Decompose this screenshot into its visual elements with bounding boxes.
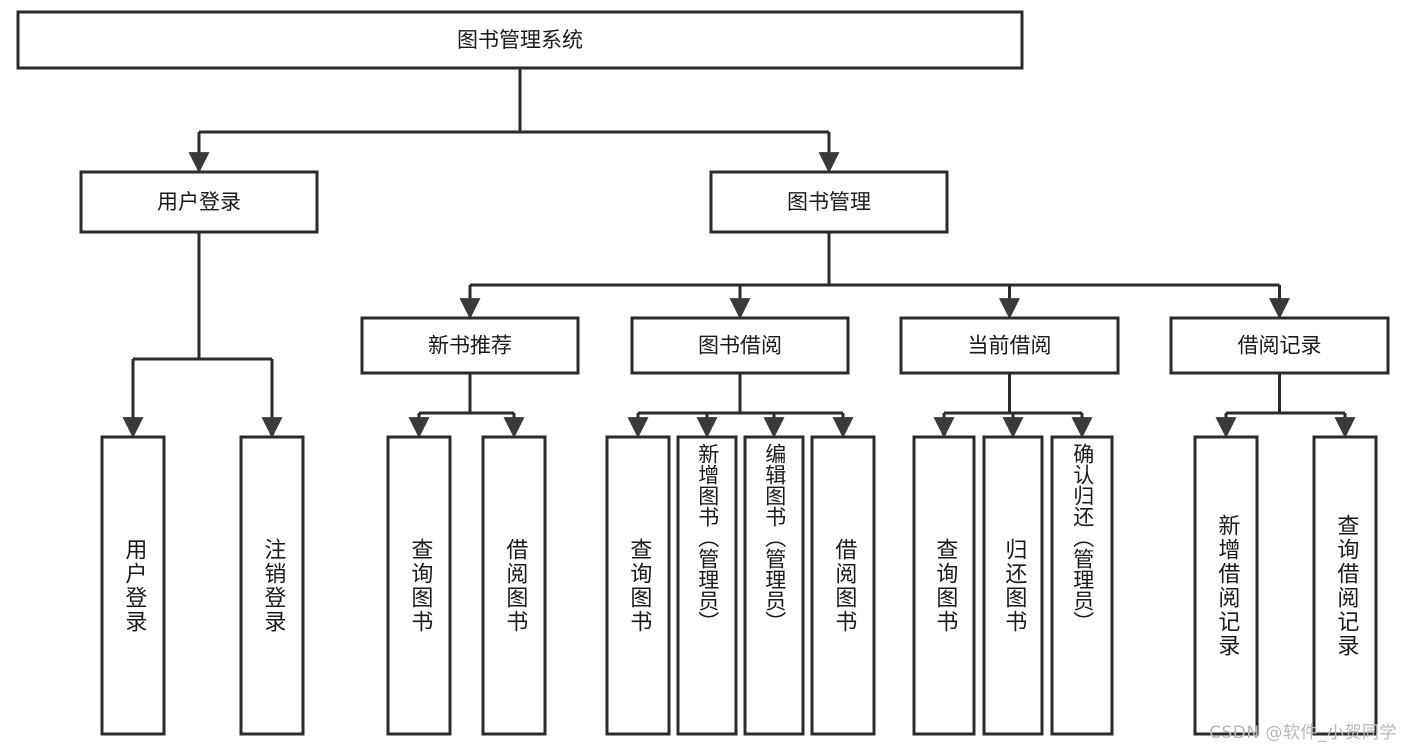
node-box-leaf-user-logout[interactable]: [239, 435, 305, 736]
node-box-leaf-borrow-do[interactable]: [810, 435, 876, 736]
node-label-new-book-rec: 新书推荐: [428, 334, 512, 358]
node-label-book-borrow: 图书借阅: [698, 334, 782, 358]
node-box-leaf-borrow-query[interactable]: [605, 435, 671, 736]
node-box-leaf-rec-borrow[interactable]: [481, 435, 547, 736]
node-box-leaf-cur-query[interactable]: [912, 435, 976, 736]
node-label-root: 图书管理系统: [457, 28, 583, 52]
node-box-borrow-record[interactable]: [1169, 316, 1390, 375]
connector-layer: [122, 68, 1356, 439]
edge-group-borrow-record: [1215, 373, 1356, 439]
node-box-book-borrow[interactable]: [630, 316, 850, 375]
node-box-leaf-cur-confirm[interactable]: [1050, 435, 1114, 736]
node-box-root[interactable]: [16, 10, 1024, 70]
edge-group-new-book-rec: [408, 373, 525, 439]
edge-group-book-manage: [459, 232, 1290, 320]
node-box-new-book-rec[interactable]: [360, 316, 580, 375]
node-label-book-manage: 图书管理: [787, 190, 871, 214]
node-box-leaf-rec-search[interactable]: [1312, 435, 1378, 736]
csdn-watermark: CSDN @软件_小贺同学: [1209, 723, 1397, 743]
node-box-layer: [16, 10, 1390, 736]
node-box-user-login[interactable]: [79, 170, 319, 234]
node-label-user-login: 用户登录: [157, 190, 241, 214]
node-label-borrow-record: 借阅记录: [1238, 334, 1322, 358]
node-box-leaf-borrow-add[interactable]: [676, 435, 738, 736]
node-box-book-manage[interactable]: [709, 170, 949, 234]
edge-group-current-borrow: [933, 373, 1093, 439]
node-box-current-borrow[interactable]: [899, 316, 1120, 375]
node-box-leaf-borrow-edit[interactable]: [743, 435, 805, 736]
node-label-current-borrow: 当前借阅: [968, 334, 1052, 358]
node-box-leaf-cur-return[interactable]: [982, 435, 1044, 736]
node-box-leaf-rec-query[interactable]: [386, 435, 452, 736]
edge-group-user-login: [122, 232, 283, 439]
node-box-leaf-user-login[interactable]: [100, 435, 166, 736]
edge-group-book-borrow: [627, 373, 854, 439]
node-box-leaf-rec-add[interactable]: [1193, 435, 1259, 736]
edge-group-root: [188, 68, 840, 174]
